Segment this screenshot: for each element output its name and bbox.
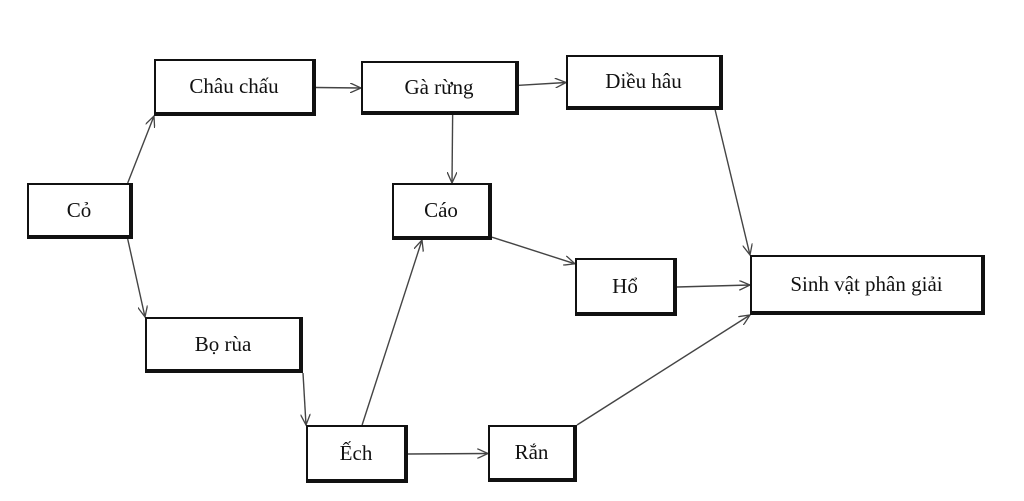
node-bo-rua: Bọ rùa (145, 317, 303, 373)
edge-ech-to-cao (361, 240, 422, 426)
node-label: Gà rừng (404, 74, 474, 99)
node-cao: Cáo (392, 183, 492, 240)
node-dieu-hau: Diều hâu (566, 55, 723, 110)
node-label: Cáo (424, 198, 458, 222)
node-label: Châu chấu (189, 74, 279, 98)
node-ran: Rắn (488, 425, 577, 482)
edge-co-to-chau-chau (127, 116, 154, 184)
node-label: Hổ (612, 273, 638, 298)
node-sinh-vat-phan-giai: Sinh vật phân giải (750, 255, 985, 315)
edge-co-to-bo-rua (127, 238, 145, 317)
node-ech: Ếch (306, 425, 408, 483)
node-label: Diều hâu (605, 69, 682, 93)
edge-cao-to-ho (491, 236, 575, 264)
node-label: Sinh vật phân giải (790, 271, 943, 296)
edge-ga-rung-to-dieu-hau (518, 83, 566, 86)
edge-ran-to-sinh-vat-phan-giai (576, 315, 750, 426)
node-ho: Hổ (575, 258, 677, 316)
edge-ho-to-sinh-vat-phan-giai (676, 285, 750, 287)
node-ga-rung: Gà rừng (361, 61, 519, 115)
edge-dieu-hau-to-sinh-vat-phan-giai (714, 109, 750, 255)
edge-chau-chau-to-ga-rung (315, 88, 361, 89)
node-label: Ếch (339, 440, 373, 465)
edge-ga-rung-to-cao (452, 114, 453, 183)
edge-ech-to-ran (407, 454, 488, 455)
node-co: Cỏ (27, 183, 133, 239)
node-label: Cỏ (66, 197, 92, 222)
node-label: Rắn (514, 440, 549, 464)
node-label: Bọ rùa (194, 331, 252, 356)
edge-bo-rua-to-ech (303, 372, 306, 425)
node-chau-chau: Châu chấu (154, 59, 316, 116)
